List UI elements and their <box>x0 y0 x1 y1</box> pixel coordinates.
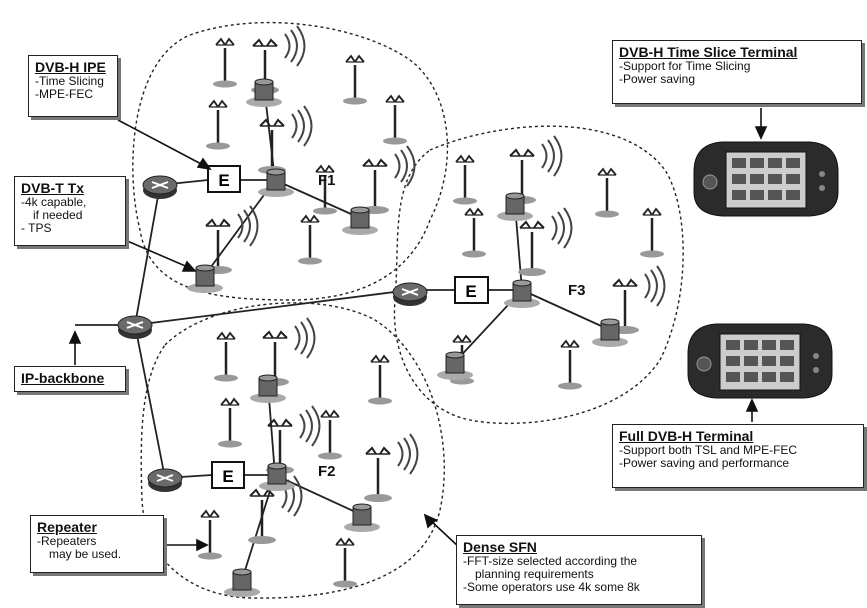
callout-time-slice-terminal: DVB-H Time Slice Terminal -Support for T… <box>612 40 862 104</box>
cell-f1-label: F1 <box>318 172 336 189</box>
callout-line: planning requirements <box>475 567 594 581</box>
svg-text:E: E <box>222 467 233 486</box>
callout-repeater: Repeater -Repeaters may be used. <box>30 515 164 573</box>
callout-title: IP-backbone <box>21 370 105 386</box>
cell-f2-boundary <box>140 302 445 599</box>
callout-line: if needed <box>33 208 83 222</box>
callout-title: DVB-H Time Slice Terminal <box>619 44 798 60</box>
callout-dense-sfn: Dense SFN -FFT-size selected according t… <box>456 535 702 605</box>
handheld-terminal-icon <box>687 141 839 399</box>
callout-dvbh-ipe: DVB-H IPE -Time Slicing -MPE-FEC <box>28 55 118 117</box>
callout-line: -Power saving <box>619 72 696 86</box>
callout-title: Full DVB-H Terminal <box>619 428 754 444</box>
callout-line: -FFT-size selected according the <box>463 554 638 568</box>
callout-line: -Time Slicing <box>35 74 104 88</box>
network-links <box>75 94 611 581</box>
svg-text:E: E <box>218 171 229 190</box>
cell-f1-towers <box>202 24 416 276</box>
callout-title: DVB-H IPE <box>35 59 106 75</box>
cell-f2-towers <box>196 316 419 589</box>
cell-f3-towers <box>448 134 666 391</box>
callout-line: -Some operators use 4k some 8k <box>463 580 640 594</box>
callout-dvbt-tx: DVB-T Tx -4k capable, if needed - TPS <box>14 176 126 246</box>
callout-line: -Repeaters <box>37 534 97 548</box>
callout-title: Dense SFN <box>463 539 537 555</box>
cell-f2-label: F2 <box>318 463 336 480</box>
callout-title: DVB-T Tx <box>21 180 84 196</box>
callout-line: may be used. <box>49 547 122 561</box>
callout-title: Repeater <box>37 519 97 535</box>
cell-f3-label: F3 <box>568 282 586 299</box>
encapsulator-box: E E E <box>207 165 489 489</box>
callout-line: -4k capable, <box>21 195 87 209</box>
callout-line: - TPS <box>21 221 52 235</box>
callout-line: -Power saving and performance <box>619 456 790 470</box>
cell-f3-boundary <box>393 125 684 425</box>
callout-line: -MPE-FEC <box>35 87 93 101</box>
callout-line: -Support for Time Slicing <box>619 59 751 73</box>
callout-ip-backbone: IP-backbone <box>14 366 126 392</box>
cell-f1-boundary <box>132 21 449 301</box>
callout-arrows <box>68 108 768 552</box>
callout-line: -Support both TSL and MPE-FEC <box>619 443 798 457</box>
svg-text:E: E <box>465 282 476 301</box>
callout-full-terminal: Full DVB-H Terminal -Support both TSL an… <box>612 424 864 488</box>
